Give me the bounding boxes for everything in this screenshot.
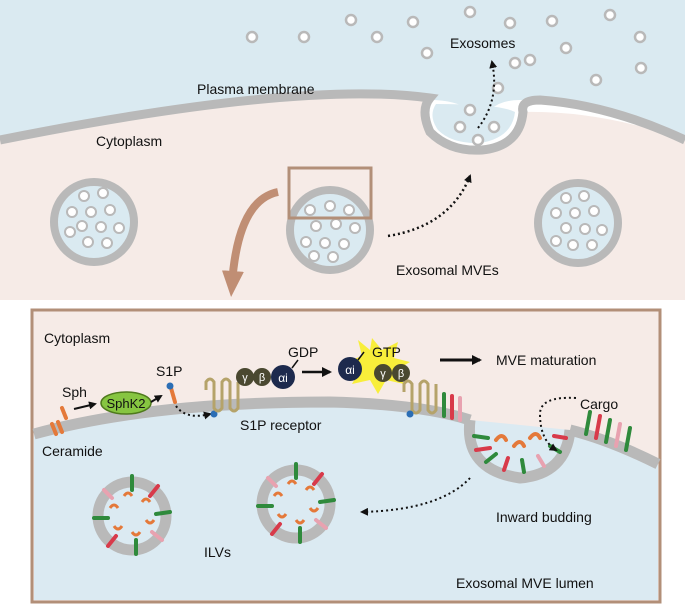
sphk2-to-s1p-arrow [150,394,163,403]
ilv-right [256,462,336,544]
inset-panel: Cytoplasm Ceramide Sph SphK2 S1P S1P rec… [30,308,662,604]
mve-limiting-membrane [32,396,472,440]
beta-label-1: β [259,372,265,384]
g-protein-icon-gdp: γ β αi [236,359,299,389]
sph-label: Sph [62,384,87,400]
sphk2-enzyme [100,391,152,415]
ilv-left [92,474,172,556]
plasma-membrane-label: Plasma membrane [197,81,315,97]
mve-lumen [34,402,658,600]
cytoplasm-label-inset: Cytoplasm [44,330,110,346]
mve-right [534,179,622,267]
inward-budding-label: Inward budding [496,509,592,525]
s1p-receptor-label: S1P receptor [240,417,322,433]
zoom-box [287,166,373,220]
gtp-label: GTP [372,344,401,360]
beta-label-2: β [398,368,404,380]
sph-to-sphk2-arrow [73,401,97,410]
cargo-label: Cargo [580,396,618,412]
gamma-label-1: γ [242,372,248,384]
ceramide-lipid-icon [50,420,64,436]
plasma-membrane [0,89,685,155]
mve-to-membrane-arrow [387,174,472,238]
ceramide-label: Ceramide [42,443,103,459]
s1p-lipid-icon [166,382,177,404]
cytoplasm-label-top: Cytoplasm [96,133,162,149]
inward-bud [463,419,576,484]
exosome-particles [245,5,648,147]
mve-center [286,186,374,274]
ilvs-label: ILVs [204,544,231,560]
mve-maturation-label: MVE maturation [496,352,596,368]
gamma-label-2: γ [380,368,386,380]
zoom-arrow [221,188,280,297]
g-protein-icon-gtp: αi γ β [338,351,410,382]
gpcr-receptor-icon [204,377,240,413]
mve-left [50,178,138,266]
mve-lumen-label: Exosomal MVE lumen [456,575,594,591]
exosomes-label: Exosomes [450,35,515,51]
alpha-i-label-2: αi [345,363,355,377]
exosomal-mves-label: Exosomal MVEs [396,262,499,278]
membrane-cargo [442,392,632,452]
budding-to-ilv-arrow [360,477,471,516]
gdp-label: GDP [288,344,318,360]
s1p-label: S1P [156,363,182,379]
s1p-export-arrow [175,405,212,420]
gpcr-receptor-icon-right [402,379,438,415]
sphk2-label: SphK2 [106,396,145,411]
sphingosine-lipid-icon [60,406,68,420]
exocytosis-arrow [477,60,498,129]
alpha-i-label-1: αi [278,371,288,385]
extracellular-region [0,0,685,140]
